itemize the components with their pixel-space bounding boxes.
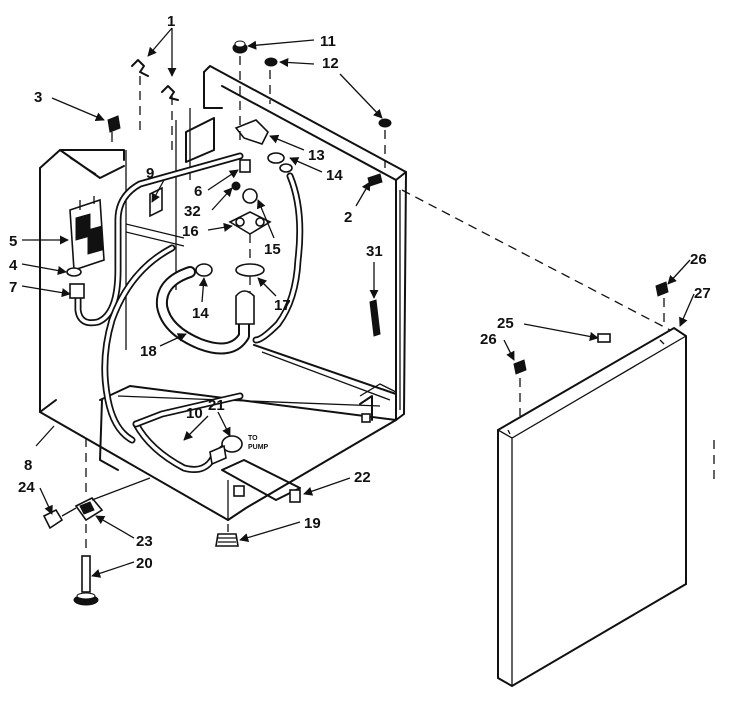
callout-3: 3 <box>34 89 42 106</box>
callout-15: 15 <box>264 241 281 258</box>
callout-31: 31 <box>366 243 383 260</box>
callout-32: 32 <box>184 203 201 220</box>
callout-26-lower: 26 <box>480 331 497 348</box>
callout-25: 25 <box>497 315 514 332</box>
callout-17: 17 <box>274 297 291 314</box>
callout-11: 11 <box>320 33 336 50</box>
callout-19: 19 <box>304 515 321 532</box>
hoses <box>74 152 304 473</box>
callout-6: 6 <box>194 183 202 200</box>
callout-24: 24 <box>18 479 35 496</box>
alignment-lines <box>85 56 715 552</box>
callout-10: 10 <box>186 405 203 422</box>
parts <box>42 40 392 606</box>
callout-16: 16 <box>182 223 199 240</box>
leader-lines <box>21 27 695 578</box>
callout-20: 20 <box>136 555 153 572</box>
front-panel <box>497 281 687 688</box>
callout-labels: 1 2 3 4 5 6 7 8 9 10 11 12 13 14 14 15 1… <box>9 13 711 572</box>
callout-9: 9 <box>146 165 154 182</box>
callout-21: 21 <box>208 397 225 414</box>
cabinet-frame <box>39 65 407 521</box>
callout-23: 23 <box>136 533 153 550</box>
callout-5: 5 <box>9 233 17 250</box>
callout-26-upper: 26 <box>690 251 707 268</box>
callout-12: 12 <box>322 55 339 72</box>
callout-13: 13 <box>308 147 325 164</box>
callout-2: 2 <box>344 209 352 226</box>
callout-22: 22 <box>354 469 371 486</box>
callout-4: 4 <box>9 257 18 274</box>
callout-27: 27 <box>694 285 711 302</box>
to-pump-line-2: PUMP <box>248 444 269 451</box>
callout-8: 8 <box>24 457 32 474</box>
callout-7: 7 <box>9 279 17 296</box>
callout-1: 1 <box>167 13 175 30</box>
callout-14-lower: 14 <box>192 305 209 322</box>
callout-18: 18 <box>140 343 157 360</box>
to-pump-line-1: TO <box>248 435 258 442</box>
callout-14-upper: 14 <box>326 167 343 184</box>
